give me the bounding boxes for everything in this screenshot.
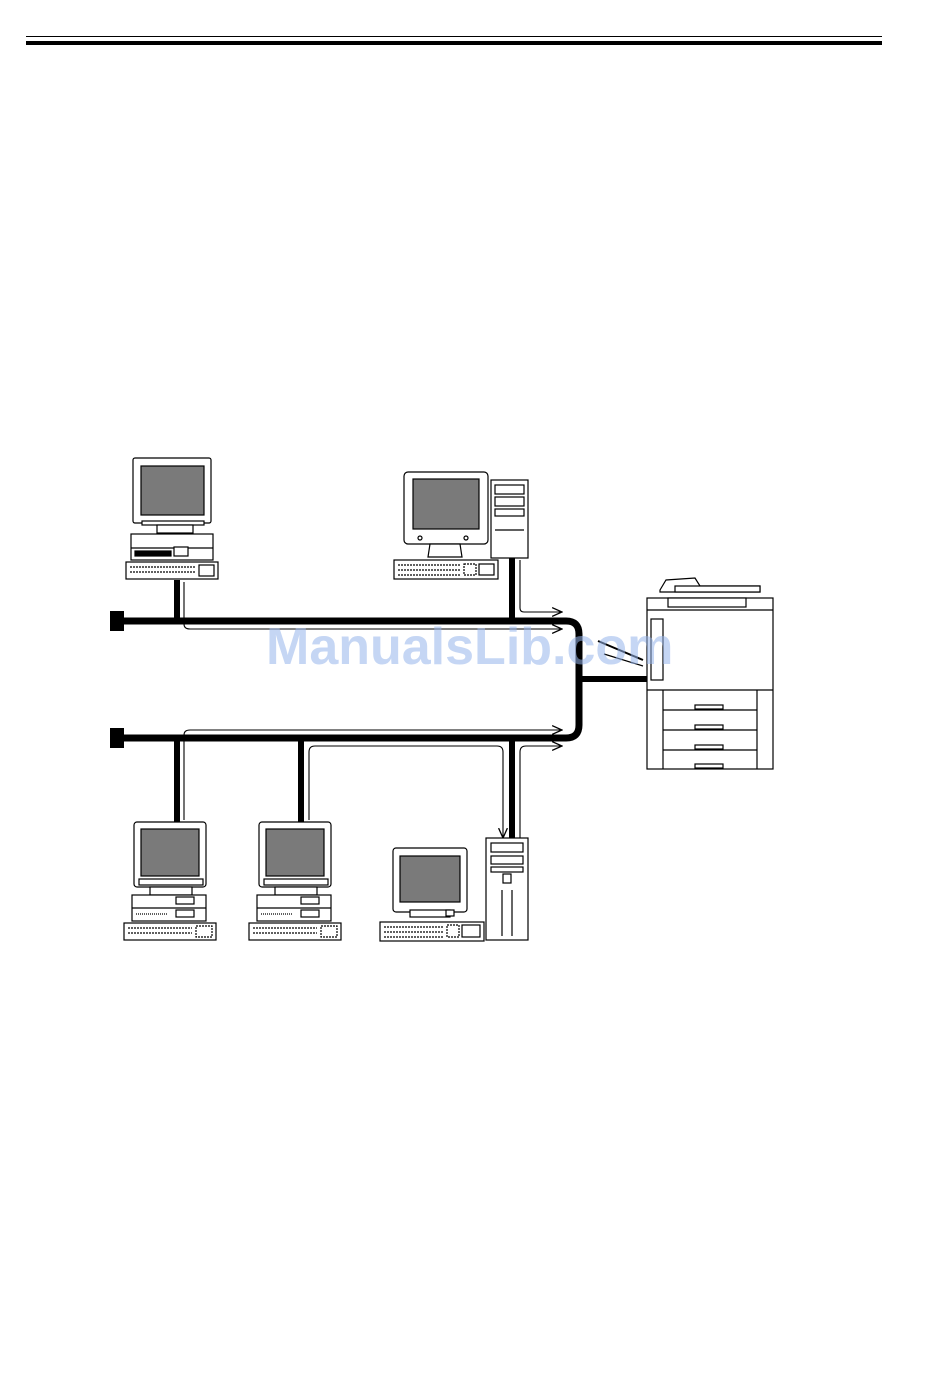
flow-pc-3: [184, 730, 562, 820]
flow-pc-4: [309, 746, 503, 838]
computer-5-icon: [380, 838, 528, 941]
computer-4-icon: [249, 822, 341, 940]
watermark-text: ManualsLib.com: [266, 617, 673, 677]
flow-pc-5: [520, 746, 562, 838]
lower-terminator: [110, 728, 124, 748]
network-cables: [118, 558, 648, 838]
computer-1-icon: [126, 458, 218, 579]
data-flow-arrows: [184, 560, 562, 838]
flow-pc-2: [520, 560, 562, 612]
computer-3-icon: [124, 822, 216, 940]
upper-terminator: [110, 611, 124, 631]
computer-2-icon: [394, 472, 528, 579]
